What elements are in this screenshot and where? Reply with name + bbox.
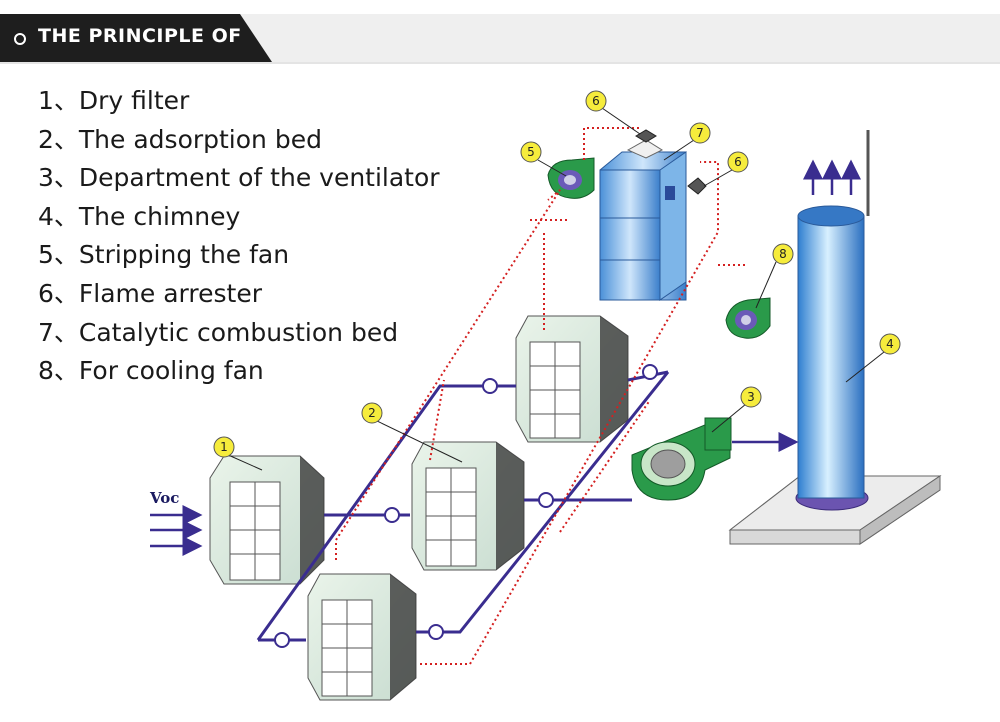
legend-label: Catalytic combustion bed	[78, 317, 399, 347]
cooling-fan	[725, 297, 771, 339]
legend-label: Department of the ventilator	[78, 163, 440, 193]
legend-item: 3、Department of the ventilator	[38, 159, 440, 198]
legend-item: 5、Stripping the fan	[38, 236, 440, 275]
valve-group	[274, 364, 658, 648]
adsorption-bed	[411, 441, 525, 571]
legend-list: 1、Dry filter 2、The adsorption bed 3、Depa…	[38, 82, 440, 391]
legend-number: 8、	[38, 356, 79, 386]
svg-text:8: 8	[779, 247, 787, 261]
legend-item: 2、The adsorption bed	[38, 121, 440, 160]
svg-text:3: 3	[747, 390, 755, 404]
chimney	[728, 130, 942, 545]
main-fan	[631, 417, 799, 501]
callout-4: 4	[845, 333, 901, 383]
svg-text:5: 5	[527, 145, 535, 159]
callout-6b: 6	[703, 151, 749, 187]
callout-6: 6	[585, 90, 641, 135]
legend-label: Dry filter	[78, 86, 190, 115]
header-underline	[0, 62, 1000, 64]
dry-filter	[209, 455, 325, 585]
legend-number: 6、	[38, 278, 79, 308]
flame-arrester	[635, 129, 657, 143]
callout-7: 7	[663, 122, 711, 161]
svg-text:6: 6	[734, 155, 742, 169]
callout-8: 8	[755, 243, 794, 309]
legend-item: 4、The chimney	[38, 198, 440, 237]
callout-2: 2	[361, 402, 463, 463]
legend-label: Flame arrester	[78, 278, 262, 308]
legend-label: The chimney	[78, 201, 241, 231]
svg-text:2: 2	[368, 406, 376, 420]
legend-number: 2、	[38, 124, 79, 154]
callout-3: 3	[711, 386, 762, 433]
catalytic-combustion-bed	[599, 139, 687, 301]
svg-text:4: 4	[886, 337, 894, 351]
legend-label: The adsorption bed	[78, 124, 322, 154]
callout-1: 1	[213, 436, 263, 471]
stripping-fan	[547, 157, 595, 199]
svg-text:7: 7	[696, 126, 704, 140]
voc-label: Voc	[149, 489, 179, 507]
legend-number: 4、	[38, 201, 79, 231]
svg-text:6: 6	[592, 94, 600, 108]
legend-label: For cooling fan	[78, 356, 264, 386]
header-label: THE PRINCIPLE OF	[0, 14, 272, 62]
adsorption-bed	[307, 573, 417, 701]
legend-number: 3、	[38, 163, 79, 193]
legend-number: 1、	[38, 86, 79, 115]
legend-number: 5、	[38, 240, 79, 270]
desorption-lines	[335, 127, 748, 665]
svg-text:1: 1	[220, 440, 228, 454]
circle-bullet-icon	[14, 33, 26, 45]
callout-5: 5	[520, 141, 567, 177]
legend-item: 8、For cooling fan	[38, 352, 440, 391]
legend-item: 6、Flame arrester	[38, 275, 440, 314]
legend-item: 1、Dry filter	[38, 82, 440, 121]
flame-arrester	[687, 177, 707, 195]
voc-inlet: Voc	[149, 489, 203, 556]
legend-item: 7、Catalytic combustion bed	[38, 314, 440, 353]
legend-number: 7、	[38, 317, 79, 347]
page-title: THE PRINCIPLE OF	[38, 25, 242, 47]
legend-label: Stripping the fan	[78, 240, 290, 270]
adsorption-bed	[515, 315, 629, 443]
